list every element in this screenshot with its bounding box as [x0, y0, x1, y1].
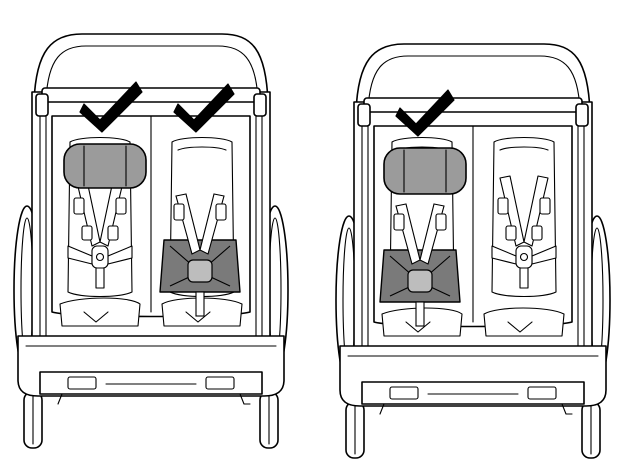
harness-left-highlight — [379, 203, 461, 327]
checkmark-icon — [173, 83, 235, 133]
headrest — [383, 147, 467, 195]
checkmark-icon — [79, 81, 143, 133]
two-child-configuration — [13, 33, 289, 449]
checkmark-icon — [395, 89, 455, 137]
harness-right-highlight — [159, 193, 241, 317]
headrest — [63, 143, 147, 189]
one-child-configuration — [335, 43, 611, 459]
right-seat — [491, 136, 557, 298]
